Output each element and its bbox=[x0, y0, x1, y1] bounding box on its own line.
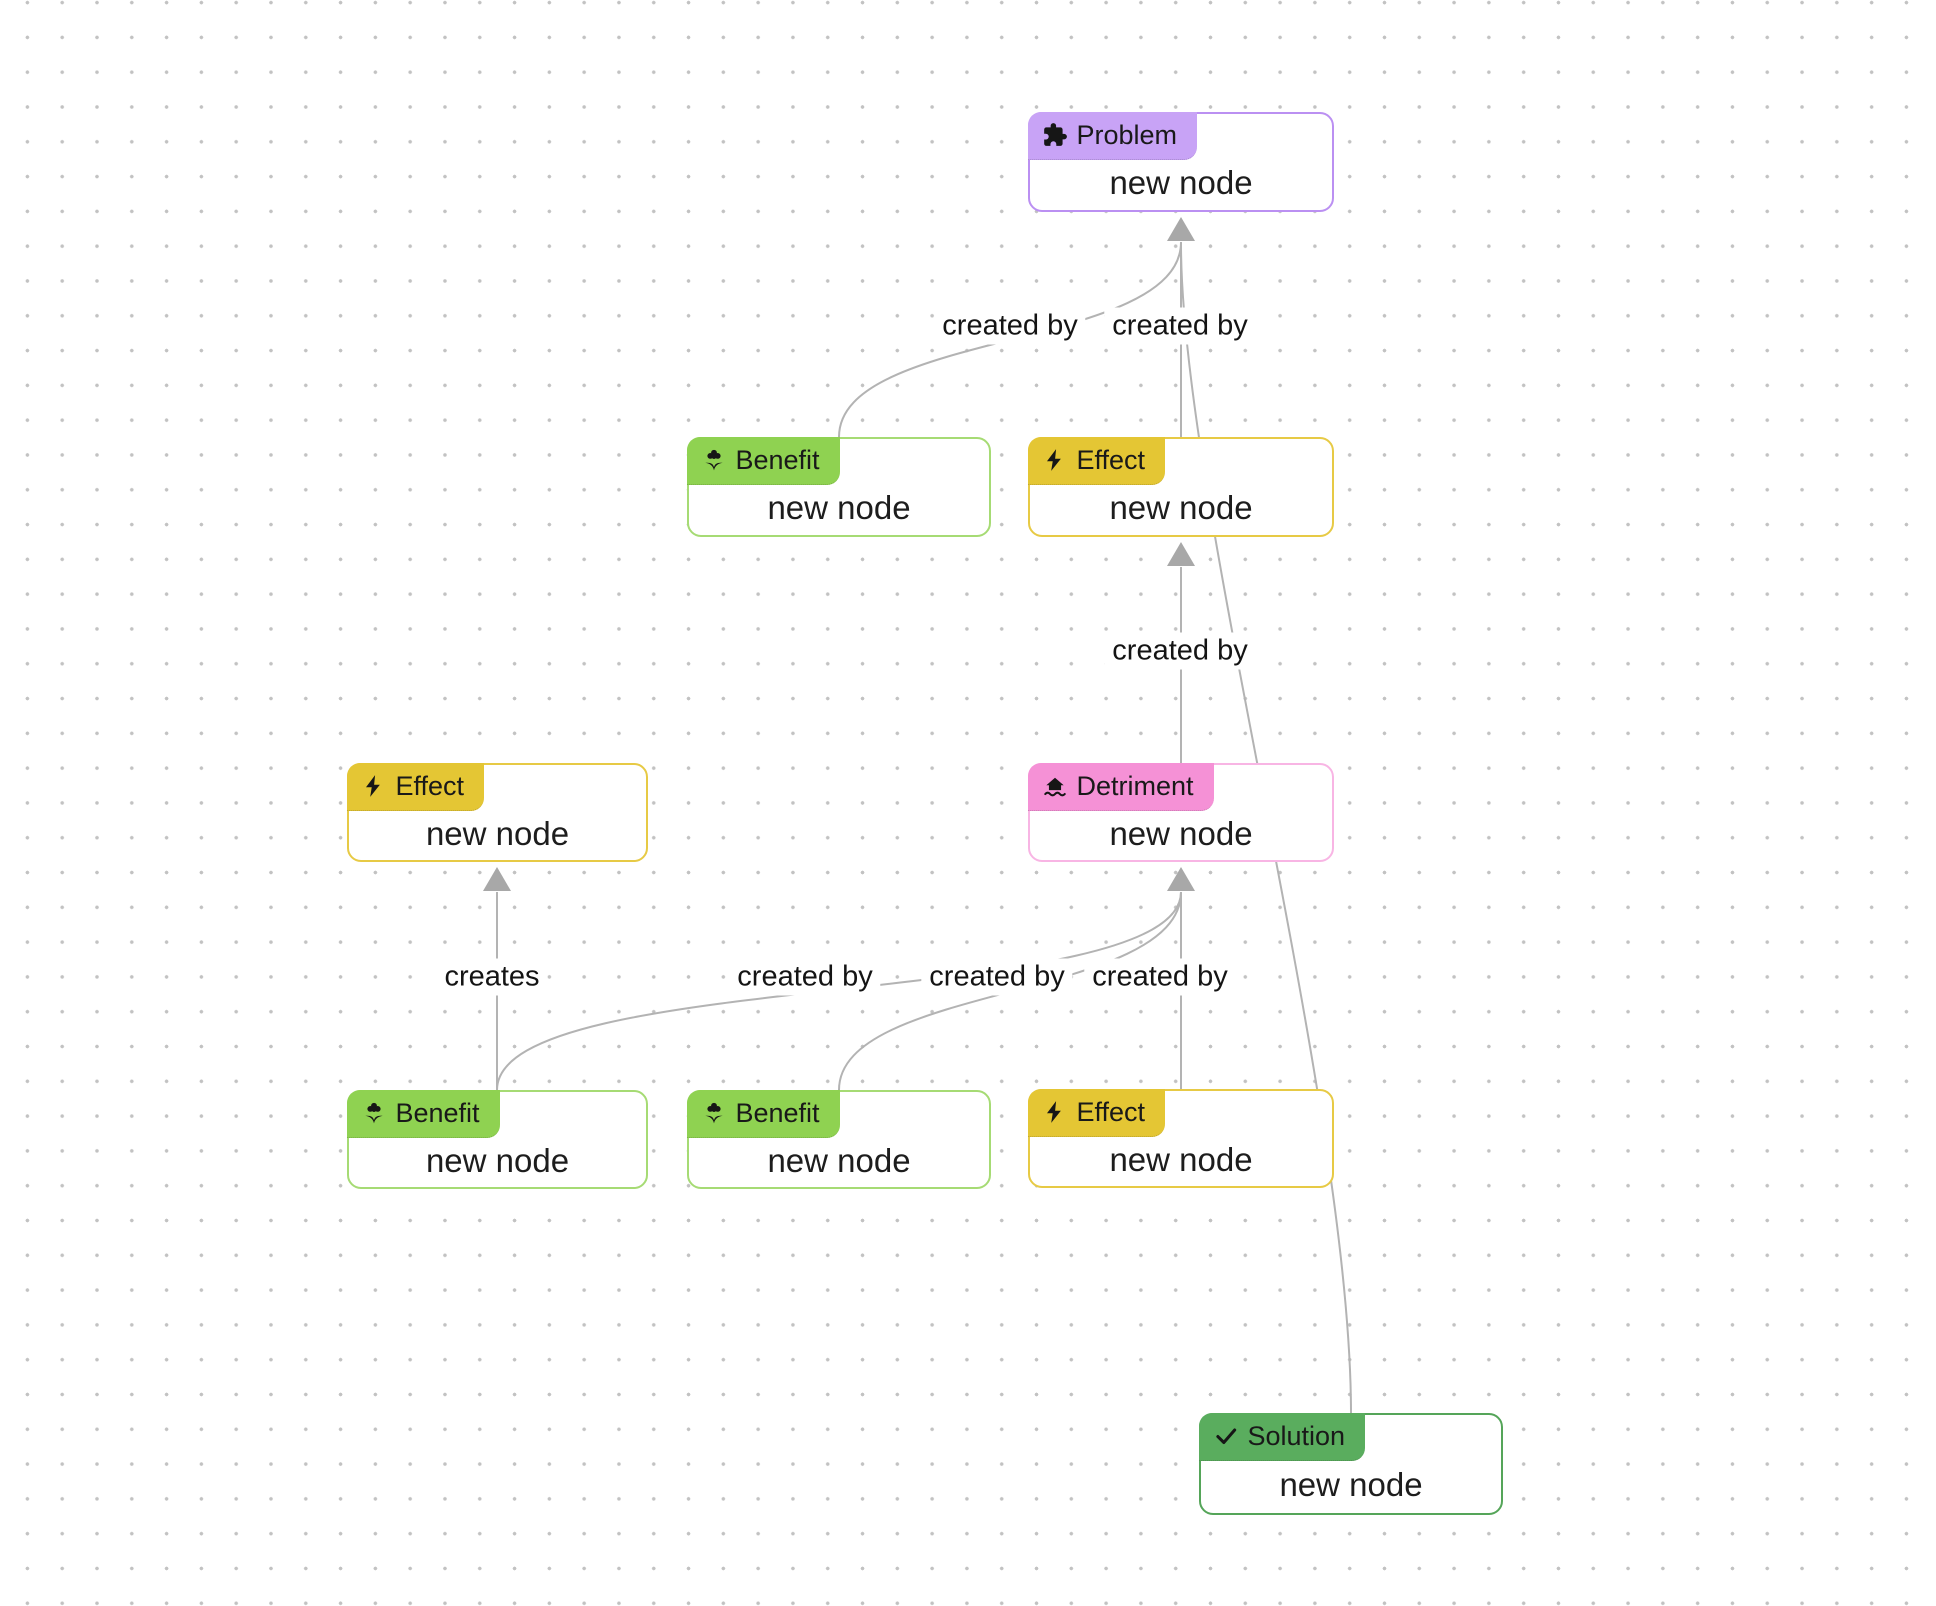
node-type-label: Benefit bbox=[735, 1097, 820, 1128]
node-solution-1[interactable]: Solution new node bbox=[1198, 1412, 1503, 1515]
node-title[interactable]: new node bbox=[1279, 1466, 1423, 1503]
edge-label[interactable]: created by bbox=[934, 307, 1086, 345]
bolt-icon bbox=[1046, 449, 1061, 471]
puzzle-icon bbox=[1043, 123, 1067, 146]
node-type-badge: Benefit bbox=[686, 1089, 840, 1138]
node-type-label: Detriment bbox=[1076, 770, 1194, 801]
edge-label[interactable]: created by bbox=[1104, 632, 1256, 670]
node-benefit-mid[interactable]: Benefit new node bbox=[686, 436, 991, 537]
bolt-icon bbox=[1046, 1101, 1061, 1123]
edge-arrowhead bbox=[1167, 217, 1195, 241]
node-title[interactable]: new node bbox=[767, 1141, 911, 1179]
check-icon bbox=[1215, 1428, 1236, 1445]
node-detriment-1[interactable]: Detriment new node bbox=[1027, 762, 1334, 862]
node-type-label: Problem bbox=[1076, 119, 1178, 150]
edge-arrowhead bbox=[483, 867, 511, 891]
node-title[interactable]: new node bbox=[767, 489, 911, 526]
node-type-badge: Problem bbox=[1027, 111, 1198, 160]
node-type-badge: Effect bbox=[346, 762, 485, 811]
node-type-badge: Effect bbox=[1027, 1088, 1166, 1137]
flower-icon bbox=[704, 449, 723, 471]
flower-icon bbox=[364, 1102, 383, 1124]
node-title[interactable]: new node bbox=[1109, 814, 1253, 852]
node-benefit-bm[interactable]: Benefit new node bbox=[686, 1089, 991, 1189]
node-title[interactable]: new node bbox=[425, 1141, 570, 1179]
edge-label[interactable]: created by bbox=[921, 958, 1073, 996]
node-title[interactable]: new node bbox=[1109, 164, 1253, 201]
node-effect-left[interactable]: Effect new node bbox=[346, 762, 648, 862]
edge-label[interactable]: created by bbox=[1104, 307, 1256, 345]
node-type-badge: Solution bbox=[1198, 1412, 1366, 1461]
node-type-label: Effect bbox=[395, 770, 465, 801]
edge-arrowhead bbox=[1167, 867, 1195, 891]
node-title[interactable]: new node bbox=[1109, 489, 1253, 526]
flood-icon bbox=[1043, 777, 1066, 797]
node-type-label: Effect bbox=[1076, 444, 1146, 475]
node-type-label: Solution bbox=[1247, 1420, 1346, 1451]
node-title[interactable]: new node bbox=[1109, 1140, 1253, 1178]
edge-label[interactable]: creates bbox=[436, 958, 548, 996]
node-type-badge: Benefit bbox=[346, 1089, 500, 1138]
edge-label[interactable]: created by bbox=[1084, 958, 1236, 996]
node-effect-b[interactable]: Effect new node bbox=[1027, 1088, 1334, 1188]
bolt-icon bbox=[365, 775, 380, 797]
node-problem-1[interactable]: Problem new node bbox=[1027, 111, 1334, 212]
node-type-badge: Effect bbox=[1027, 436, 1166, 485]
node-benefit-bl[interactable]: Benefit new node bbox=[346, 1089, 648, 1189]
node-type-label: Effect bbox=[1076, 1096, 1146, 1127]
edge-arrowhead bbox=[1167, 542, 1195, 566]
node-type-badge: Benefit bbox=[686, 436, 840, 485]
edge-label[interactable]: created by bbox=[729, 958, 881, 996]
node-effect-top[interactable]: Effect new node bbox=[1027, 436, 1334, 537]
node-type-badge: Detriment bbox=[1027, 762, 1214, 811]
node-title[interactable]: new node bbox=[425, 814, 570, 852]
node-type-label: Benefit bbox=[735, 444, 820, 475]
flower-icon bbox=[704, 1102, 723, 1124]
node-type-label: Benefit bbox=[395, 1097, 480, 1128]
